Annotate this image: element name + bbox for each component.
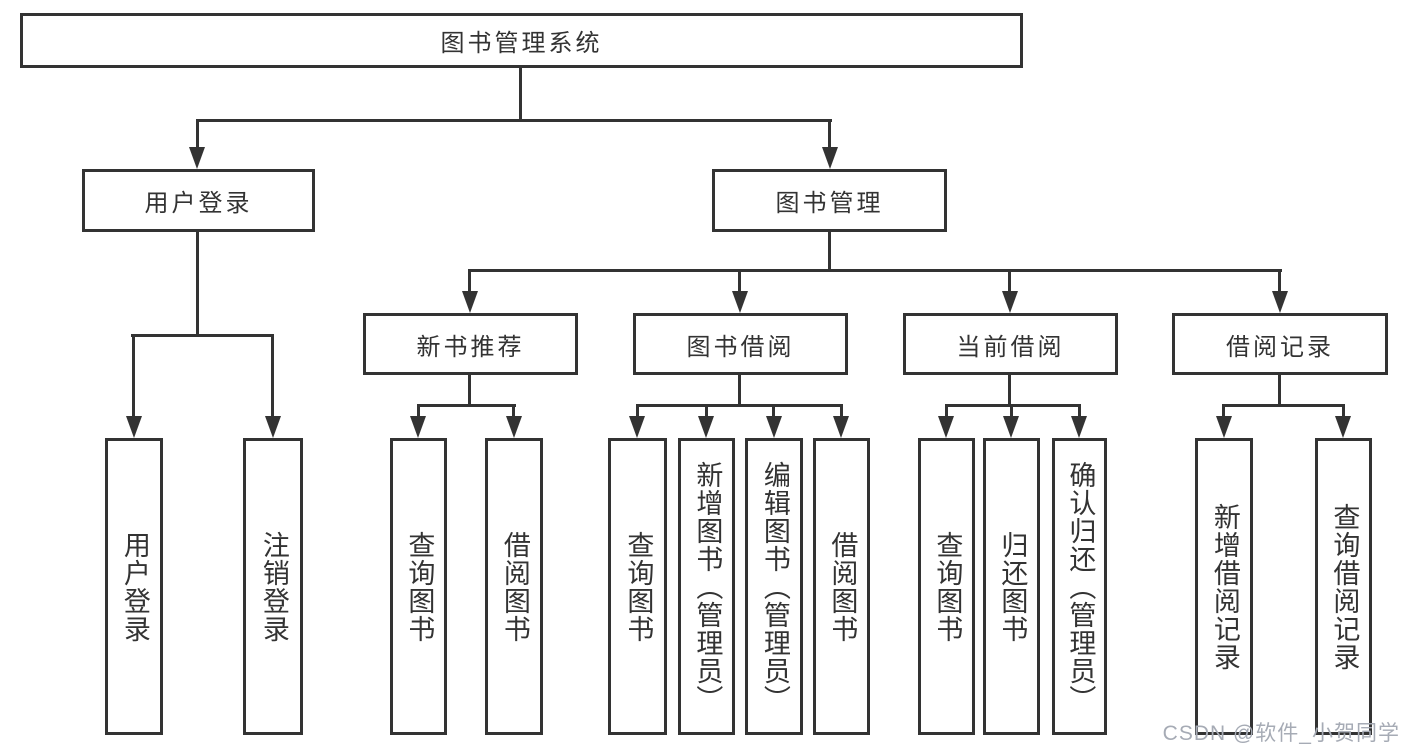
node-label: 归还图书 [997, 530, 1028, 643]
connector-line [772, 404, 775, 418]
connector-line [828, 119, 831, 149]
node-user-login-action: 用户登录 [105, 438, 163, 735]
node-label: 图书管理 [775, 190, 884, 217]
connector-line [705, 404, 708, 418]
node-label: 新增借阅记录 [1209, 502, 1240, 671]
connector-line [417, 404, 516, 407]
connector-line [417, 404, 420, 418]
node-label: 查询图书 [404, 530, 435, 643]
arrow-down-icon [938, 416, 954, 438]
arrow-down-icon [1003, 416, 1019, 438]
connector-line [636, 404, 843, 407]
connector-line [196, 119, 832, 122]
connector-line [945, 404, 948, 418]
node-current-borrowing: 当前借阅 [903, 313, 1118, 375]
node-user-login: 用户登录 [82, 169, 315, 232]
node-confirm-return-admin: 确认归还（管理员） [1052, 438, 1107, 735]
connector-line [468, 373, 471, 406]
node-book-borrowing: 图书借阅 [633, 313, 848, 375]
arrow-down-icon [698, 416, 714, 438]
node-borrow-books-borrowing: 借阅图书 [813, 438, 870, 735]
node-label: 借阅图书 [827, 530, 858, 643]
node-label: 借阅记录 [1226, 333, 1334, 361]
connector-line [636, 404, 639, 418]
arrow-down-icon [822, 147, 838, 169]
connector-line [738, 269, 741, 293]
csdn-watermark: CSDN @软件_小贺同学 [1162, 722, 1400, 745]
node-label: 注销登录 [258, 530, 289, 643]
node-label: 用户登录 [144, 190, 253, 217]
connector-line [512, 404, 515, 418]
node-add-borrow-record: 新增借阅记录 [1195, 438, 1253, 735]
node-add-books-admin: 新增图书（管理员） [678, 438, 735, 735]
node-label: 查询图书 [932, 530, 963, 643]
connector-line [1078, 404, 1081, 418]
connector-line [945, 404, 1081, 407]
arrow-down-icon [410, 416, 426, 438]
node-label: 当前借阅 [956, 333, 1065, 361]
arrow-down-icon [506, 416, 522, 438]
connector-line [132, 334, 135, 418]
node-label: 确认归还（管理员） [1065, 460, 1096, 713]
connector-line [1278, 269, 1281, 293]
node-label: 图书借阅 [686, 333, 795, 361]
arrow-down-icon [462, 291, 478, 313]
node-borrowing-records: 借阅记录 [1172, 313, 1388, 375]
node-label: 新增图书（管理员） [692, 460, 723, 713]
node-label: 编辑图书（管理员） [759, 460, 790, 713]
connector-line [196, 119, 199, 149]
node-new-book-recommendation: 新书推荐 [363, 313, 578, 375]
arrow-down-icon [126, 416, 142, 438]
arrow-down-icon [766, 416, 782, 438]
arrow-down-icon [1216, 416, 1232, 438]
connector-line [468, 269, 471, 293]
node-library-management-system: 图书管理系统 [20, 13, 1023, 68]
node-label: 查询图书 [623, 530, 654, 643]
connector-line [828, 230, 831, 272]
node-query-books-current: 查询图书 [918, 438, 975, 735]
connector-line [1222, 404, 1345, 407]
connector-line [1278, 373, 1281, 406]
node-query-borrow-record: 查询借阅记录 [1315, 438, 1372, 735]
node-label: 用户登录 [119, 530, 150, 643]
connector-line [196, 230, 199, 336]
connector-line [1008, 269, 1011, 293]
node-label: 查询借阅记录 [1329, 502, 1360, 671]
node-return-books: 归还图书 [983, 438, 1040, 735]
connector-line [1342, 404, 1345, 418]
arrow-down-icon [732, 291, 748, 313]
connector-line [468, 269, 1282, 272]
connector-line [131, 334, 274, 337]
node-label: 借阅图书 [499, 530, 530, 643]
connector-line [271, 334, 274, 418]
node-label: 新书推荐 [416, 333, 525, 361]
node-book-management: 图书管理 [712, 169, 947, 232]
node-logout-action: 注销登录 [243, 438, 303, 735]
node-query-books-recommend: 查询图书 [390, 438, 447, 735]
arrow-down-icon [1272, 291, 1288, 313]
arrow-down-icon [189, 147, 205, 169]
node-edit-books-admin: 编辑图书（管理员） [745, 438, 803, 735]
node-borrow-books-recommend: 借阅图书 [485, 438, 543, 735]
connector-line [1222, 404, 1225, 418]
arrow-down-icon [1335, 416, 1351, 438]
connector-line [840, 404, 843, 418]
arrow-down-icon [1002, 291, 1018, 313]
connector-line [1008, 373, 1011, 406]
connector-line [519, 66, 522, 122]
node-label: 图书管理系统 [440, 30, 603, 57]
arrow-down-icon [265, 416, 281, 438]
node-query-books-borrowing: 查询图书 [608, 438, 667, 735]
arrow-down-icon [629, 416, 645, 438]
connector-line [1010, 404, 1013, 418]
arrow-down-icon [833, 416, 849, 438]
connector-line [738, 373, 741, 406]
arrow-down-icon [1071, 416, 1087, 438]
